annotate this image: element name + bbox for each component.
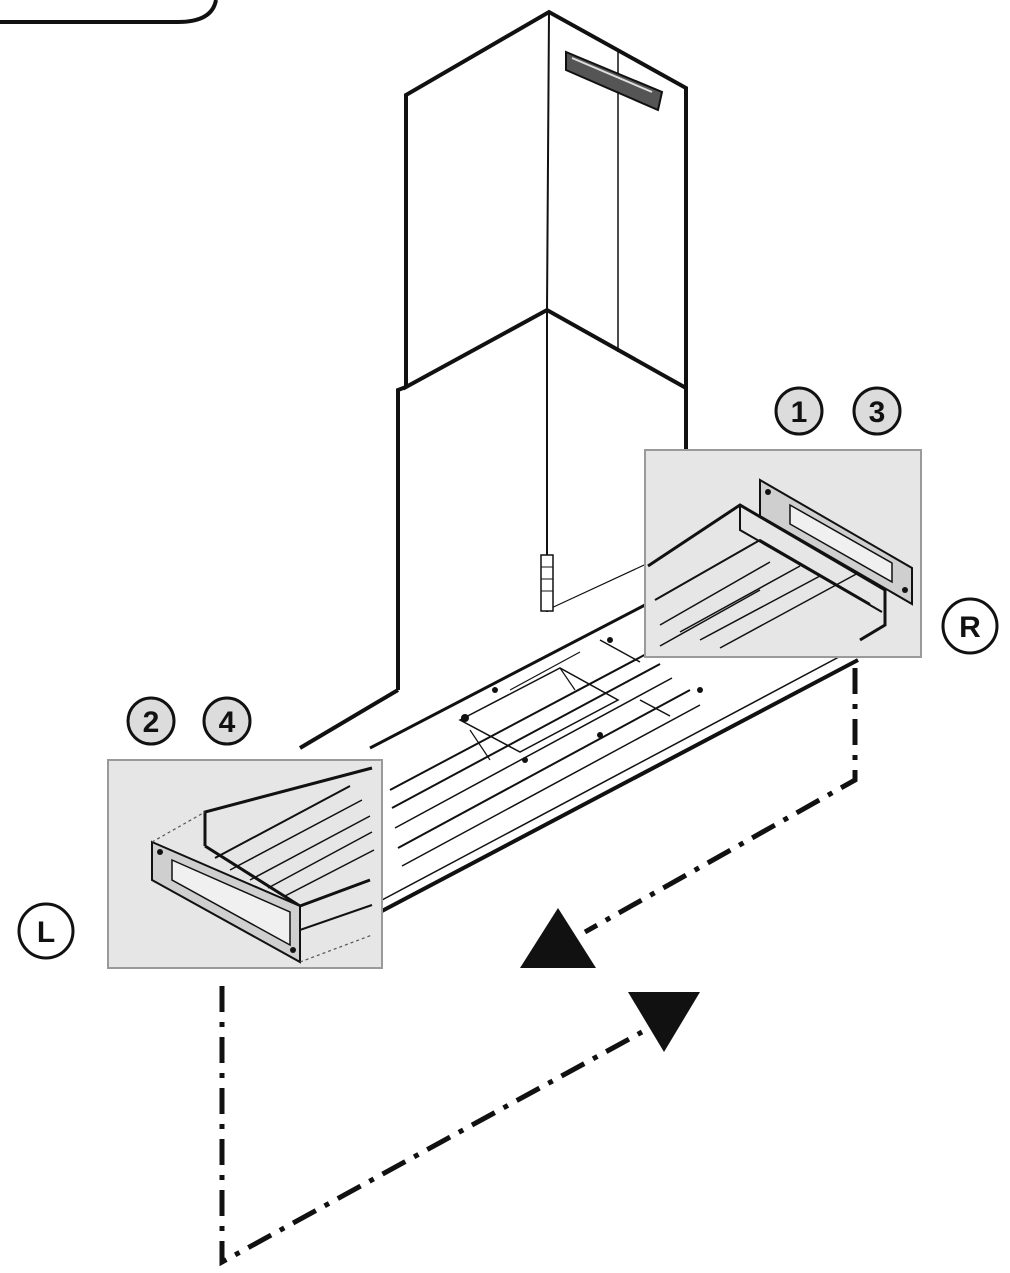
triangle-up-icon <box>520 908 596 968</box>
right-detail-inset <box>644 449 922 658</box>
svg-text:3: 3 <box>869 396 886 429</box>
left-detail-inset <box>107 759 383 969</box>
svg-text:R: R <box>959 611 981 644</box>
chimney-clip <box>540 554 554 612</box>
step-badge-4: 4 <box>202 696 252 746</box>
hood-screws <box>461 637 703 763</box>
triangle-down-icon <box>628 992 700 1052</box>
measurement-lines <box>219 668 858 1267</box>
side-label-left: L <box>17 902 75 960</box>
svg-text:2: 2 <box>143 706 160 739</box>
side-label-right: R <box>941 597 999 655</box>
svg-text:1: 1 <box>791 396 808 429</box>
top-left-frame-corner <box>0 0 218 24</box>
chimney-vent-slot <box>565 50 664 112</box>
svg-text:L: L <box>37 916 55 949</box>
step-badge-2: 2 <box>126 696 176 746</box>
step-badge-3: 3 <box>852 386 902 436</box>
svg-text:4: 4 <box>219 706 236 739</box>
hood-body <box>298 603 859 914</box>
step-badge-1: 1 <box>774 386 824 436</box>
